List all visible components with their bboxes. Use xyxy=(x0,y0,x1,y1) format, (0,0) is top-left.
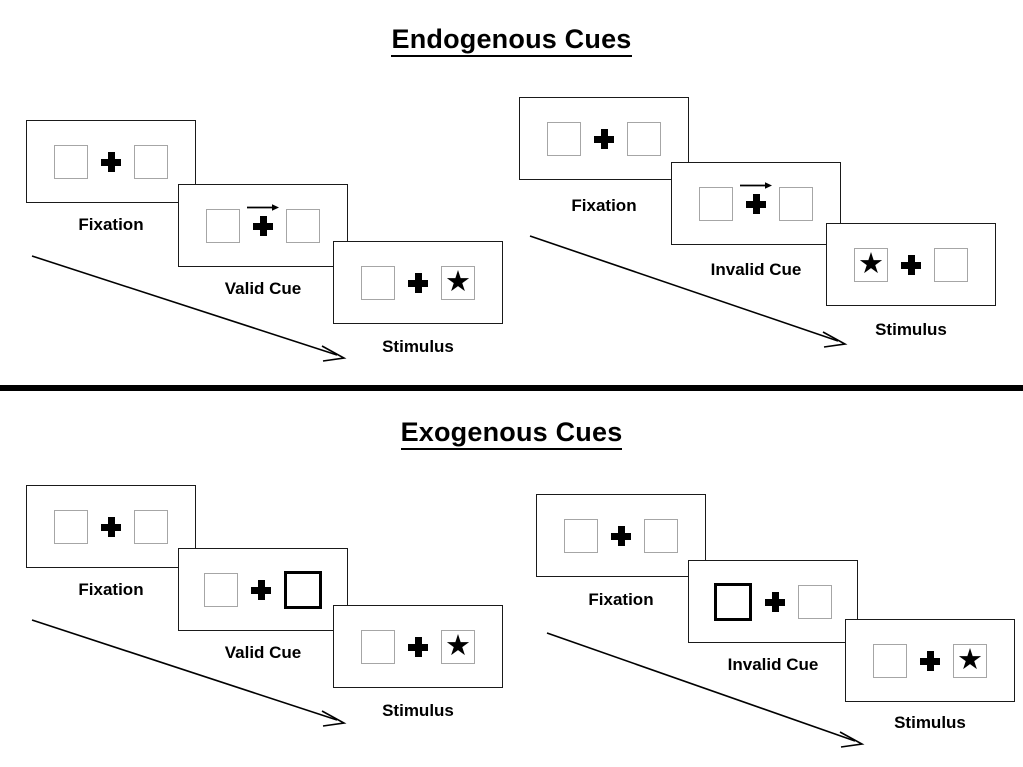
box-left xyxy=(361,629,395,664)
frame-endogenous-valid-stimulus: ★ xyxy=(333,241,503,324)
box-right-with-stimulus: ★ xyxy=(441,265,475,300)
box-left xyxy=(204,572,238,607)
star-stimulus-icon: ★ xyxy=(858,248,884,280)
box-left xyxy=(547,121,581,156)
frame-label-exogenous-valid-fixation: Fixation xyxy=(78,580,144,599)
frame-label-exogenous-invalid-cue: Invalid Cue xyxy=(727,655,819,674)
fixation-cross-icon xyxy=(405,634,431,660)
box-right-cued xyxy=(284,570,322,609)
frame-label-endogenous-invalid-cue: Invalid Cue xyxy=(710,260,802,279)
section-title-endogenous: Endogenous Cues xyxy=(0,24,1023,57)
time-arrow-endogenous-invalid xyxy=(524,228,854,353)
fixation-cross-icon xyxy=(591,126,617,152)
box-left xyxy=(699,186,733,221)
box-left xyxy=(206,208,240,243)
box-right-with-stimulus: ★ xyxy=(441,629,475,664)
frame-endogenous-invalid-cue xyxy=(671,162,841,245)
box-right xyxy=(779,186,813,221)
frame-label-endogenous-valid-stimulus: Stimulus xyxy=(382,337,454,356)
section-title-exogenous: Exogenous Cues xyxy=(0,417,1023,450)
frame-exogenous-valid-stimulus: ★ xyxy=(333,605,503,688)
fixation-cross-icon xyxy=(762,589,788,615)
frame-label-exogenous-invalid-fixation: Fixation xyxy=(588,590,654,609)
frame-exogenous-invalid-cue xyxy=(688,560,858,643)
frame-label-exogenous-valid-stimulus: Stimulus xyxy=(382,701,454,720)
fixation-cross-icon xyxy=(405,270,431,296)
box-right xyxy=(286,208,320,243)
frame-exogenous-invalid-fixation xyxy=(536,494,706,577)
fixation-cross-icon xyxy=(248,577,274,603)
frame-exogenous-invalid-stimulus: ★ xyxy=(845,619,1015,702)
frame-endogenous-invalid-stimulus: ★ xyxy=(826,223,996,306)
cue-arrow-right-icon xyxy=(739,177,773,189)
box-left xyxy=(564,518,598,553)
star-stimulus-icon: ★ xyxy=(445,266,471,298)
fixation-cross-icon xyxy=(608,523,634,549)
time-arrow-exogenous-invalid xyxy=(541,625,871,753)
section-title-endogenous-text: Endogenous Cues xyxy=(391,24,632,57)
box-right-with-stimulus: ★ xyxy=(953,643,987,678)
frame-label-endogenous-valid-cue: Valid Cue xyxy=(224,279,302,298)
frame-label-endogenous-invalid-stimulus: Stimulus xyxy=(875,320,947,339)
box-left-cued xyxy=(714,582,752,621)
frame-endogenous-valid-fixation xyxy=(26,120,196,203)
frame-label-endogenous-valid-fixation: Fixation xyxy=(78,215,144,234)
frame-label-exogenous-valid-cue: Valid Cue xyxy=(224,643,302,662)
box-left xyxy=(54,509,88,544)
cue-arrow-right-icon xyxy=(246,199,280,211)
section-title-exogenous-text: Exogenous Cues xyxy=(400,417,623,450)
box-left-with-stimulus: ★ xyxy=(854,247,888,282)
box-right xyxy=(134,509,168,544)
section-divider xyxy=(0,385,1023,391)
fixation-cross-icon xyxy=(98,514,124,540)
box-right xyxy=(934,247,968,282)
fixation-cross-icon xyxy=(247,203,279,239)
frame-endogenous-valid-cue xyxy=(178,184,348,267)
star-stimulus-icon: ★ xyxy=(445,630,471,662)
frame-exogenous-valid-cue xyxy=(178,548,348,631)
fixation-cross-icon xyxy=(898,252,924,278)
frame-exogenous-valid-fixation xyxy=(26,485,196,568)
frame-endogenous-invalid-fixation xyxy=(519,97,689,180)
box-right xyxy=(134,144,168,179)
box-right xyxy=(627,121,661,156)
star-stimulus-icon: ★ xyxy=(957,644,983,676)
fixation-cross-icon xyxy=(740,181,772,217)
frame-label-endogenous-invalid-fixation: Fixation xyxy=(571,196,637,215)
box-left xyxy=(54,144,88,179)
box-left xyxy=(873,643,907,678)
box-right xyxy=(798,584,832,619)
box-left xyxy=(361,265,395,300)
fixation-cross-icon xyxy=(98,149,124,175)
fixation-cross-icon xyxy=(917,648,943,674)
frame-label-exogenous-invalid-stimulus: Stimulus xyxy=(894,713,966,732)
box-right xyxy=(644,518,678,553)
